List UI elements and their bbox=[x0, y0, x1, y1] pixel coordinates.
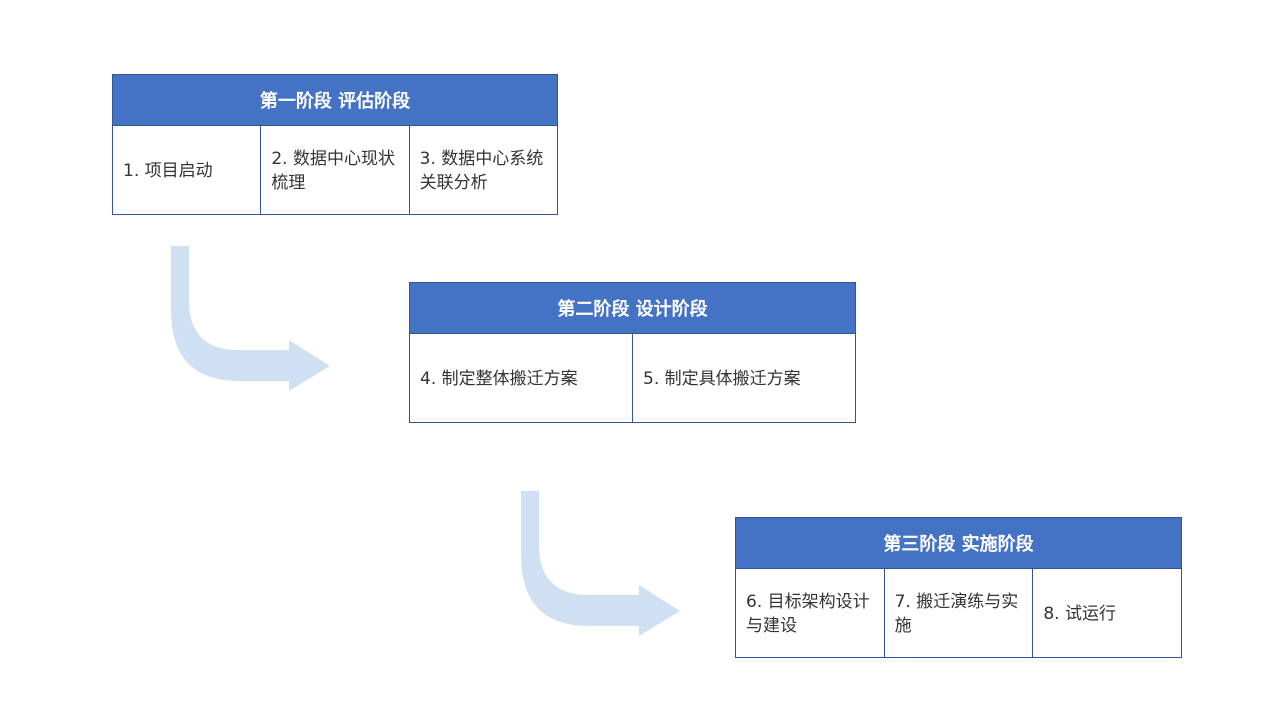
step-7: 7. 搬迁演练与实施 bbox=[885, 569, 1034, 658]
stage-1-steps: 1. 项目启动 2. 数据中心现状梳理 3. 数据中心系统关联分析 bbox=[113, 126, 557, 215]
arrow-2-shape bbox=[521, 491, 680, 636]
step-4: 4. 制定整体搬迁方案 bbox=[410, 334, 633, 423]
stage-1-box: 第一阶段 评估阶段 1. 项目启动 2. 数据中心现状梳理 3. 数据中心系统关… bbox=[112, 74, 558, 215]
step-7-label: 7. 搬迁演练与实施 bbox=[894, 591, 1019, 636]
step-5-label: 5. 制定具体搬迁方案 bbox=[643, 368, 801, 389]
step-2: 2. 数据中心现状梳理 bbox=[261, 126, 410, 215]
step-6: 6. 目标架构设计与建设 bbox=[736, 569, 885, 658]
stage-2-box: 第二阶段 设计阶段 4. 制定整体搬迁方案 5. 制定具体搬迁方案 bbox=[409, 282, 856, 423]
stage-2-steps: 4. 制定整体搬迁方案 5. 制定具体搬迁方案 bbox=[410, 334, 855, 423]
arrow-stage1-to-stage2 bbox=[171, 246, 330, 391]
step-5: 5. 制定具体搬迁方案 bbox=[633, 334, 855, 423]
arrow-stage2-to-stage3 bbox=[521, 491, 680, 636]
stage-3-title: 第三阶段 实施阶段 bbox=[736, 518, 1181, 569]
step-1: 1. 项目启动 bbox=[113, 126, 262, 215]
step-4-label: 4. 制定整体搬迁方案 bbox=[420, 368, 578, 389]
step-3-label: 3. 数据中心系统关联分析 bbox=[419, 148, 544, 193]
step-8-label: 8. 试运行 bbox=[1043, 603, 1116, 624]
stage-3-box: 第三阶段 实施阶段 6. 目标架构设计与建设 7. 搬迁演练与实施 8. 试运行 bbox=[735, 517, 1182, 658]
step-3: 3. 数据中心系统关联分析 bbox=[410, 126, 557, 215]
stage-1-title: 第一阶段 评估阶段 bbox=[113, 75, 557, 126]
stage-2-title: 第二阶段 设计阶段 bbox=[410, 283, 855, 334]
step-6-label: 6. 目标架构设计与建设 bbox=[746, 591, 870, 636]
step-1-label: 1. 项目启动 bbox=[123, 160, 213, 181]
step-8: 8. 试运行 bbox=[1033, 569, 1181, 658]
arrow-1-shape bbox=[171, 246, 330, 391]
step-2-label: 2. 数据中心现状梳理 bbox=[271, 148, 395, 193]
stage-3-steps: 6. 目标架构设计与建设 7. 搬迁演练与实施 8. 试运行 bbox=[736, 569, 1181, 658]
